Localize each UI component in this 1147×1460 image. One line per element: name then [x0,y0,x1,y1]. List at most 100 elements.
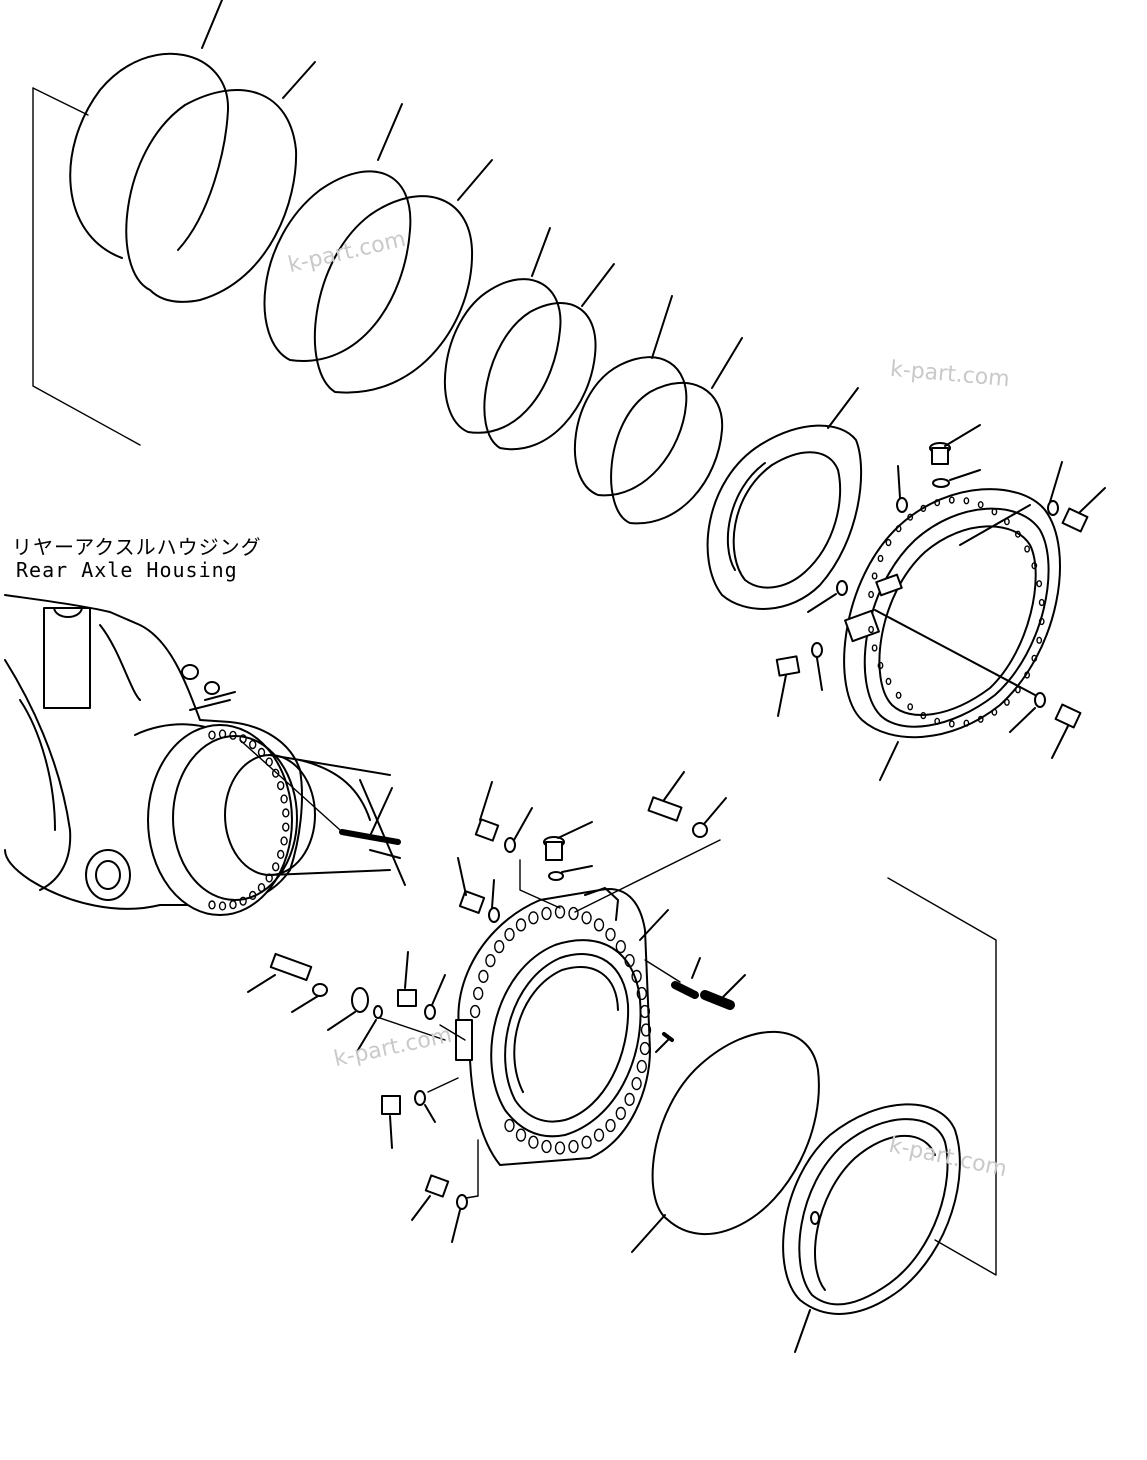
bolt-hole [593,918,605,932]
bolt-hole [229,900,237,910]
bolt-hole [554,1141,566,1155]
bolt-hole [208,900,216,910]
spring-cluster [644,957,746,1053]
bolt-hole [504,927,515,942]
bolt-hole [605,927,616,942]
bolt-hole [920,711,927,720]
bolt-hole [636,986,647,1001]
bolt-hole [494,939,505,954]
bolt-hole [218,729,227,739]
bolt-hole [1036,636,1043,644]
bolt-hole [895,525,902,533]
bolt-hole [1038,617,1045,626]
bolt-hole [963,719,970,727]
bracket-lower-right [887,877,997,1276]
bolt-hole [934,499,941,507]
bolt-cluster-left [397,857,500,1041]
seal-ring-5 [443,227,562,434]
bolt-hole [541,906,552,921]
bolt-hole [248,739,257,750]
bolt-hole [934,717,941,725]
bolt-hole [515,918,527,932]
bolt-hole [615,939,626,954]
seal-ring-3 [263,103,412,362]
bolt-hole [282,808,290,818]
o-ring-large [631,1030,820,1253]
cover-ring-holes [868,496,1045,728]
housing-label-jp: リヤーアクスルハウジング [12,535,262,559]
bolt-hole [615,1106,626,1121]
bolt-hole [568,1139,579,1154]
bolt-hole [581,911,592,925]
cover-ring-upper [843,488,1061,781]
bolt-hole [631,969,642,984]
bolt-hole [920,504,927,513]
bolt-hole [624,1092,635,1107]
bolt-hole [277,780,285,791]
bolt-hole [277,849,285,860]
bolt-hole [272,862,280,872]
bolt-hole [272,768,280,778]
bolt-hole [1015,530,1021,538]
stud-bolt [239,739,401,845]
bolt-hole [478,969,489,984]
bolt-hole [631,1076,642,1091]
seal-ring-2 [125,61,316,303]
bolt-hole [1038,598,1045,607]
bolt-hole [1004,698,1010,706]
bolt-cluster-bottom [381,1077,479,1243]
bolt-hole [885,677,892,686]
bolt-hole [1024,671,1031,679]
bolt-hole [280,794,288,804]
bolt-hole [895,691,902,699]
rear-axle-housing [4,594,406,916]
bolt-hole [504,1118,515,1133]
housing-label-en: Rear Axle Housing [16,558,238,582]
bolt-hole [907,513,914,521]
bolt-hole [1031,654,1038,662]
bolt-hole [907,703,914,711]
bolt-hole [469,1004,481,1019]
seal-ring-7 [573,295,688,497]
bolt-hole [991,708,998,716]
bolt-top [929,424,981,488]
bolt-hole [541,1139,552,1154]
bolt-cluster-upper-right [647,771,727,838]
bolt-cluster-top [474,781,721,913]
bolt-hole [877,554,884,563]
bolt-hole [868,590,874,599]
bolt-hole [640,1023,652,1037]
bolt-hole [528,1135,539,1149]
bolt-hole [963,497,970,505]
bolt-hole [605,1118,616,1133]
bolt-hole [485,953,496,968]
bolt-hole [885,538,892,547]
bolt-hole [528,911,539,925]
bolt-hole [871,572,878,580]
bolt-hole [568,906,579,921]
bolt-hole [1036,580,1043,588]
seal-housing-lower [782,1103,961,1353]
bolt-hole [639,1004,651,1019]
bolt-hole [948,720,955,728]
carrier-holes [469,905,652,1155]
bolt-hole [624,953,635,968]
bolt-hole [239,896,247,906]
seal-ring-4 [313,159,493,394]
bolt-hole [636,1059,647,1074]
bracket-upper-left [32,87,141,446]
bolt-right [959,461,1106,546]
carrier-housing [455,887,669,1166]
bolt-hole [639,1041,651,1056]
bolt-hole [208,730,216,740]
seal-ring-1 [69,0,230,259]
bolt-cluster-far-left [247,952,446,1051]
bolt-hole [265,873,273,883]
bolt-hole [977,715,984,723]
bolt-hole [948,496,955,504]
bolt-hole [282,822,290,832]
bolt-hole [581,1135,592,1149]
housing-holes [208,729,290,911]
bolt-hole [871,644,878,652]
